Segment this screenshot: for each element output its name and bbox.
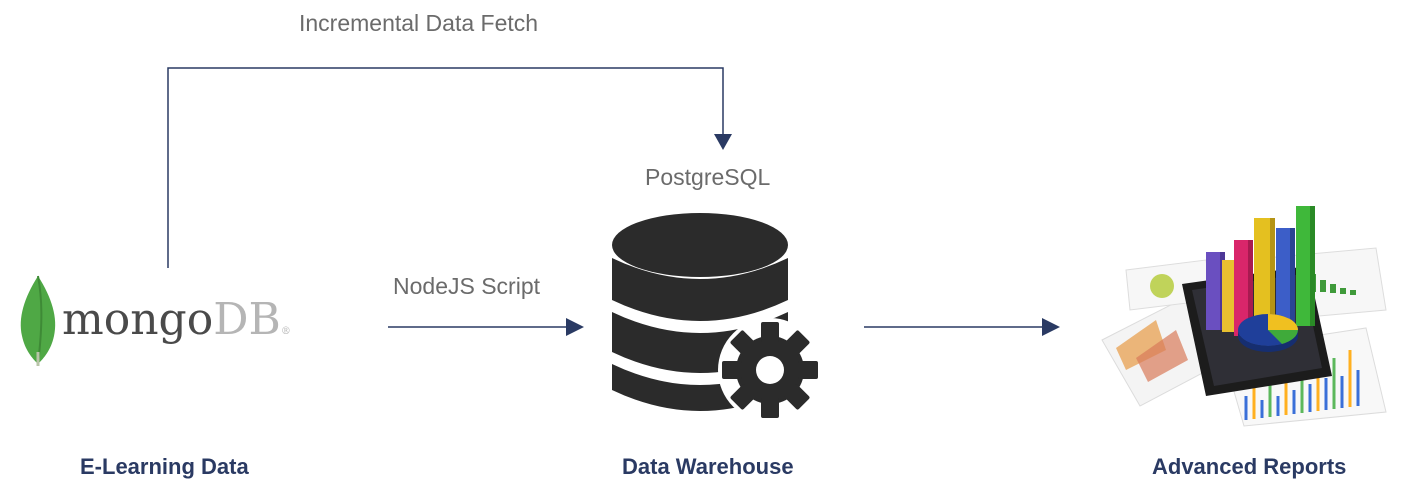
warehouse-caption: Data Warehouse [622,454,794,479]
script-arrowhead [566,318,584,336]
database-gear-icon [612,213,822,422]
fetch-label: Incremental Data Fetch [299,10,539,36]
tablet-charts-icon [1101,206,1387,427]
fetch-loop-line [167,67,724,268]
registered-mark-icon: ® [280,326,291,337]
script-label: NodeJS Script [393,273,541,299]
reports-caption: Advanced Reports [1152,454,1347,479]
report-arrowhead [1042,318,1060,336]
fetch-arrowhead [714,134,732,150]
mongodb-logo: mongoDB® [8,272,348,372]
mongodb-wordmark-suffix: DB [213,294,281,345]
db-label: PostgreSQL [645,164,771,190]
source-caption: E-Learning Data [80,454,249,479]
mongodb-leaf-icon [20,275,56,366]
mongodb-wordmark: mongo [62,294,214,345]
